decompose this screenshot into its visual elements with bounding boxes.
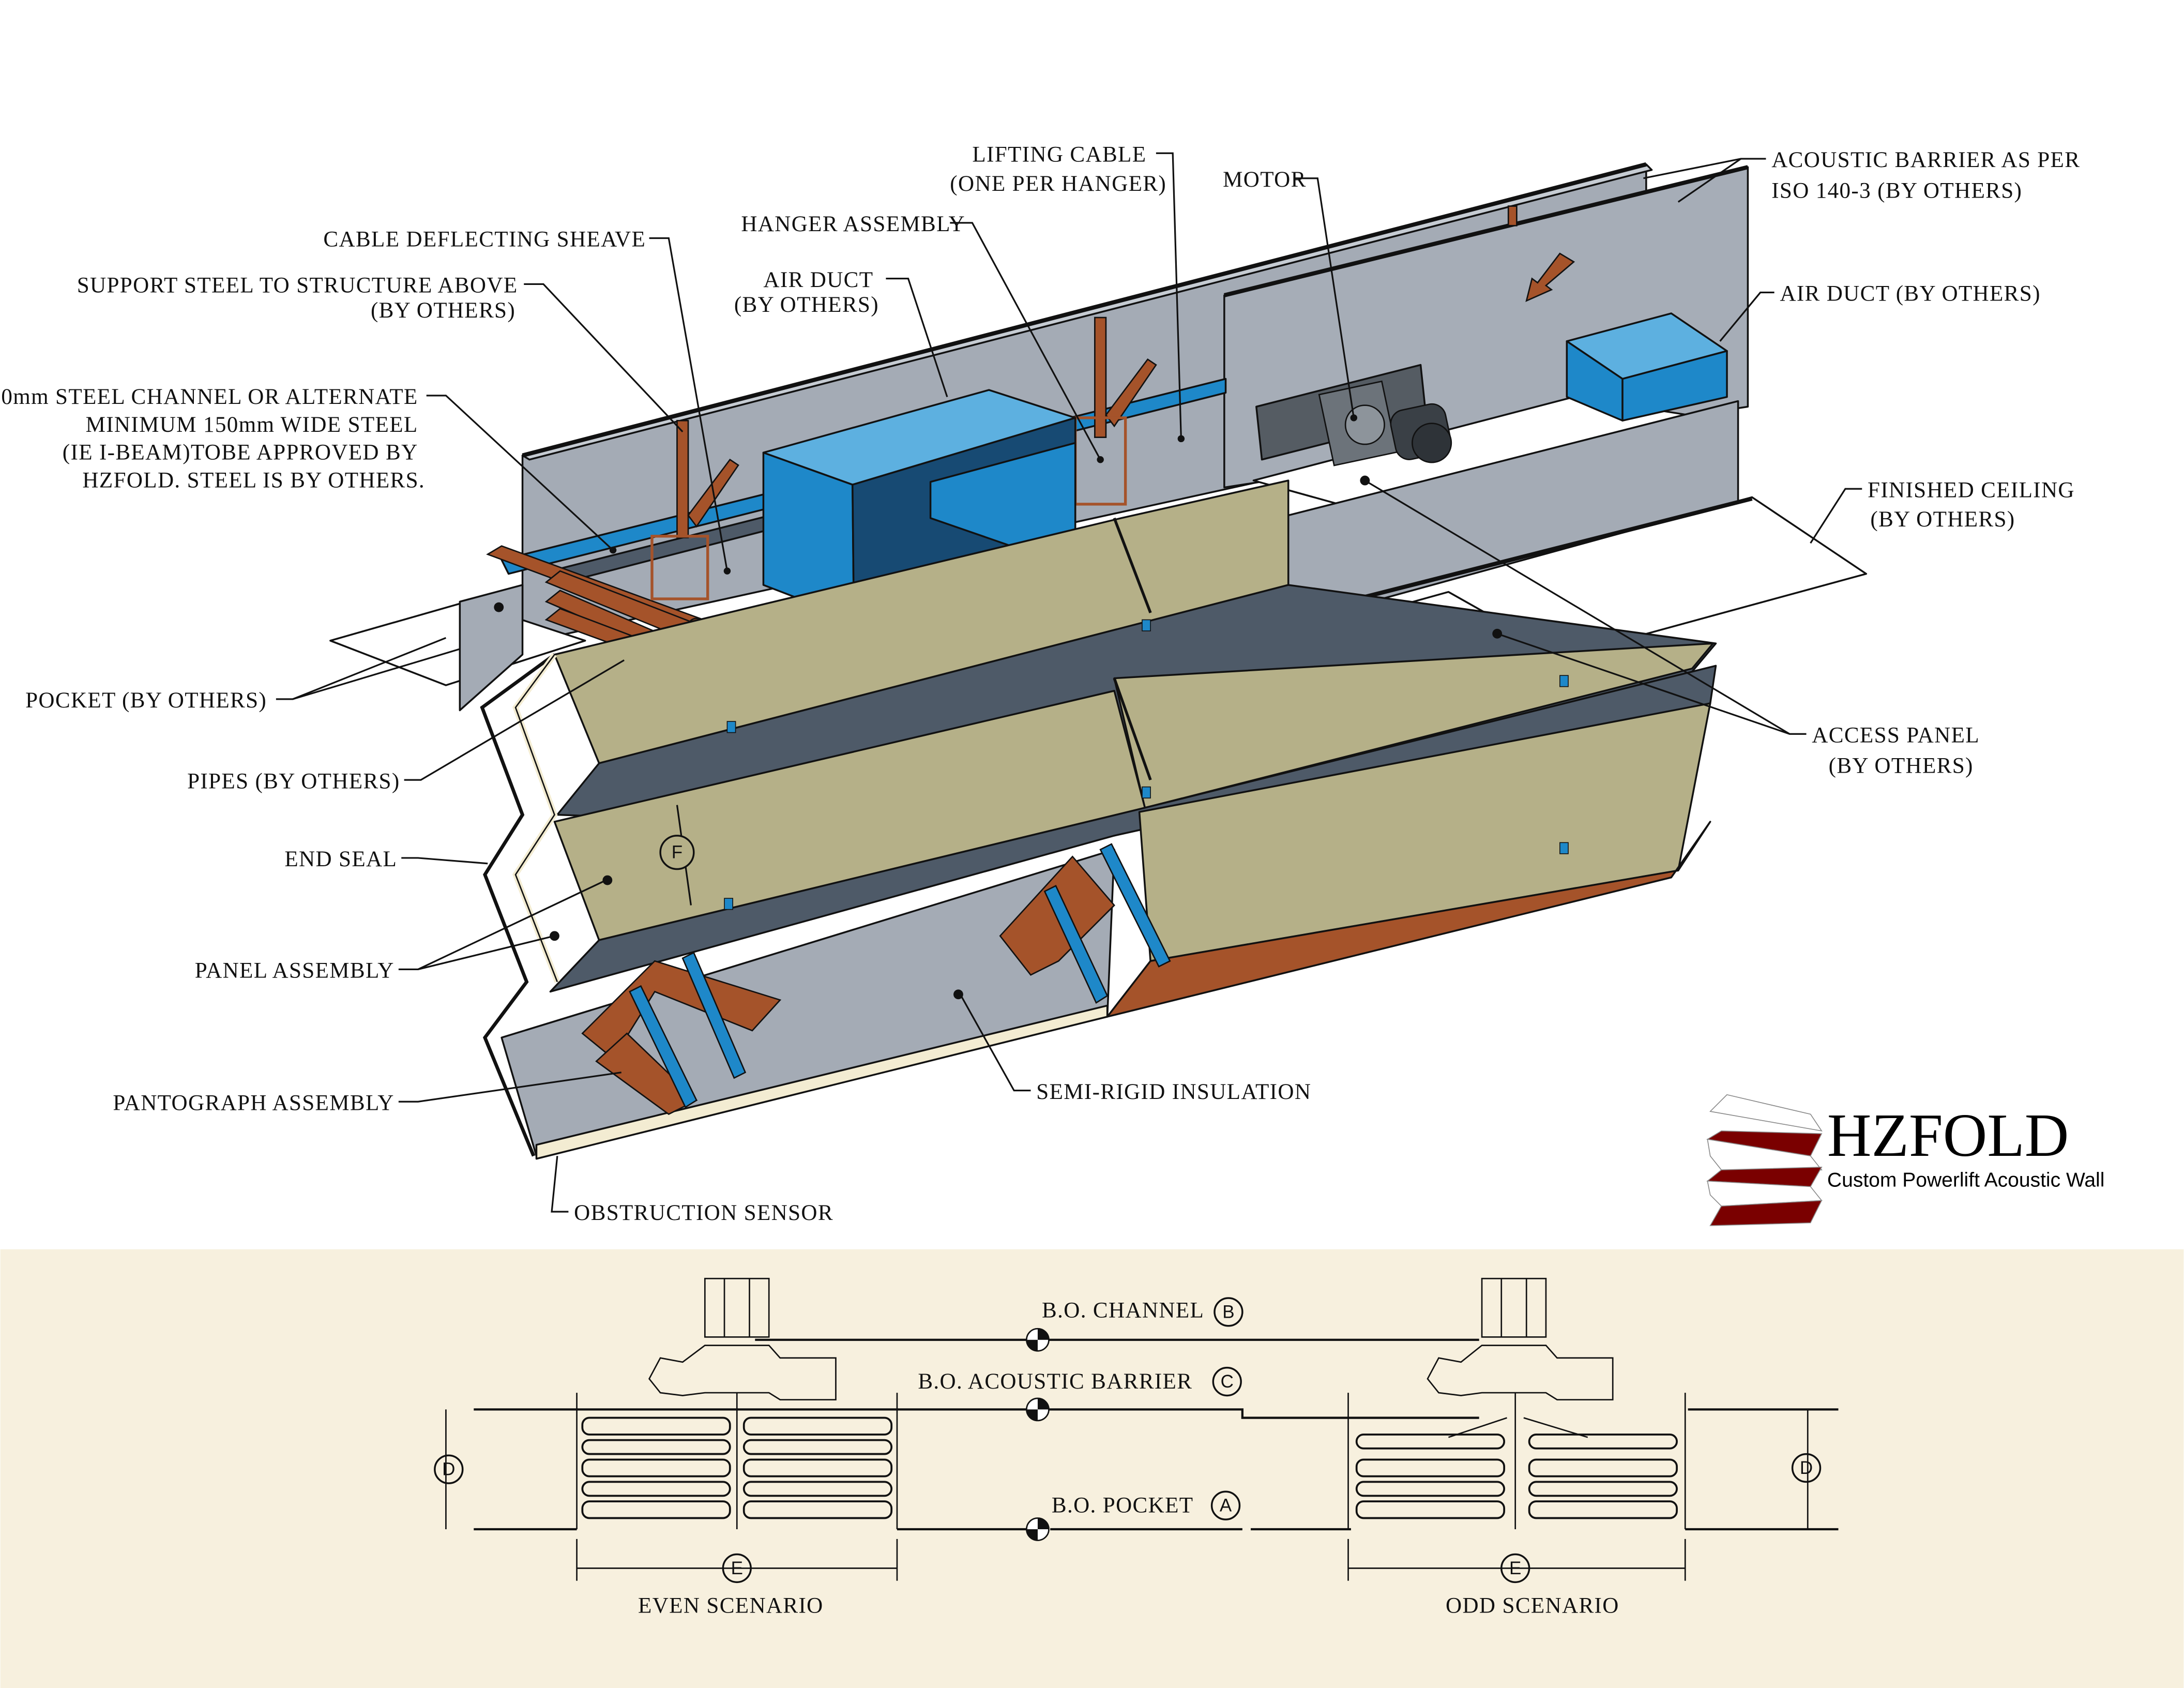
svg-text:C: C (1221, 1372, 1234, 1392)
svg-text:A: A (1220, 1496, 1232, 1516)
label-cable-sheave: CABLE DEFLECTING SHEAVE (323, 228, 646, 252)
label-pantograph: PANTOGRAPH ASSEMBLY (113, 1091, 394, 1115)
label-steel-channel-2: MINIMUM 150mm WIDE STEEL (86, 413, 418, 437)
label-semi-rigid-insulation: SEMI-RIGID INSULATION (1036, 1080, 1311, 1104)
even-scenario-drawing (445, 1277, 898, 1581)
label-steel-channel-3: (IE I-BEAM)TOBE APPROVED BY (63, 441, 418, 465)
tag-e-even: E (722, 1553, 752, 1584)
label-access-panel-note: (BY OTHERS) (1829, 754, 1974, 778)
tag-a: A (1210, 1490, 1241, 1520)
leader-dots (494, 414, 1503, 1000)
dimension-f-tag: F (672, 842, 682, 863)
label-end-seal: END SEAL (284, 847, 397, 871)
tag-d-odd: D (1791, 1453, 1822, 1483)
label-finished-ceiling-note: (BY OTHERS) (1870, 507, 2015, 532)
tag-c: C (1212, 1366, 1242, 1397)
label-steel-channel-4: HZFOLD. STEEL IS BY OTHERS. (82, 469, 425, 493)
logo-mark-icon (1706, 1094, 1823, 1226)
hzfold-logo: HZFOLD Custom Powerlift Acoustic Wall (1706, 1094, 2104, 1226)
motor (1255, 364, 1452, 466)
support-steel (676, 205, 1518, 538)
label-motor: MOTOR (1223, 168, 1307, 192)
odd-scenario-drawing (1347, 1277, 1809, 1581)
label-air-duct-right: AIR DUCT (BY OTHERS) (1780, 282, 2040, 306)
label-bo-pocket: B.O. POCKET (1052, 1494, 1194, 1518)
label-acoustic-barrier: ACOUSTIC BARRIER AS PER (1771, 148, 2080, 172)
logo-name: HZFOLD (1827, 1101, 2069, 1169)
label-lifting-cable: LIFTING CABLE (972, 142, 1146, 167)
label-pocket: POCKET (BY OTHERS) (25, 688, 267, 713)
label-support-steel: SUPPORT STEEL TO STRUCTURE ABOVE (77, 274, 518, 298)
label-finished-ceiling: FINISHED CEILING (1868, 478, 2075, 502)
pantograph-assembly (581, 843, 1171, 1116)
air-duct-right (1566, 312, 1728, 422)
label-bo-channel: B.O. CHANNEL (1042, 1299, 1204, 1323)
panel-assembly (549, 479, 1717, 1018)
label-acoustic-barrier-note: ISO 140-3 (BY OTHERS) (1771, 178, 2022, 203)
isometric-assembly (329, 162, 1868, 1160)
obstruction-sensor (535, 1004, 1109, 1160)
label-obstruction-sensor: OBSTRUCTION SENSOR (574, 1201, 833, 1225)
logo-tagline: Custom Powerlift Acoustic Wall (1827, 1169, 2104, 1191)
end-seal (480, 653, 560, 1157)
svg-text:B: B (1222, 1302, 1234, 1322)
label-panel-assembly: PANEL ASSEMBLY (195, 959, 395, 983)
label-even-scenario: EVEN SCENARIO (638, 1594, 824, 1618)
label-air-duct-center-note: (BY OTHERS) (734, 293, 879, 317)
label-lifting-cable-note: (ONE PER HANGER) (950, 172, 1166, 196)
svg-text:D: D (442, 1459, 455, 1480)
leader-lines (276, 152, 1862, 1213)
label-pipes: PIPES (BY OTHERS) (187, 769, 400, 793)
tag-b: B (1214, 1297, 1243, 1327)
tag-e-odd: E (1500, 1553, 1530, 1584)
label-odd-scenario: ODD SCENARIO (1446, 1594, 1619, 1618)
label-steel-channel-1: 200mm STEEL CHANNEL OR ALTERNATE (0, 385, 418, 409)
label-air-duct-center: AIR DUCT (763, 268, 873, 292)
label-access-panel: ACCESS PANEL (1812, 723, 1980, 747)
label-bo-barrier: B.O. ACOUSTIC BARRIER (918, 1369, 1192, 1394)
svg-text:E: E (731, 1558, 743, 1578)
label-support-steel-note: (BY OTHERS) (371, 298, 515, 323)
tag-d-even: D (434, 1454, 464, 1484)
svg-text:E: E (1509, 1558, 1521, 1578)
callout-labels: LIFTING CABLE (ONE PER HANGER) MOTOR ACO… (0, 142, 2080, 1225)
section-details: B.O. CHANNEL B.O. ACOUSTIC BARRIER B.O. … (0, 1249, 2184, 1688)
svg-text:D: D (1800, 1458, 1813, 1478)
arrow-icon (1525, 252, 1575, 303)
level-markers (1026, 1328, 1050, 1541)
label-hanger-assembly: HANGER ASSEMBLY (741, 212, 965, 236)
